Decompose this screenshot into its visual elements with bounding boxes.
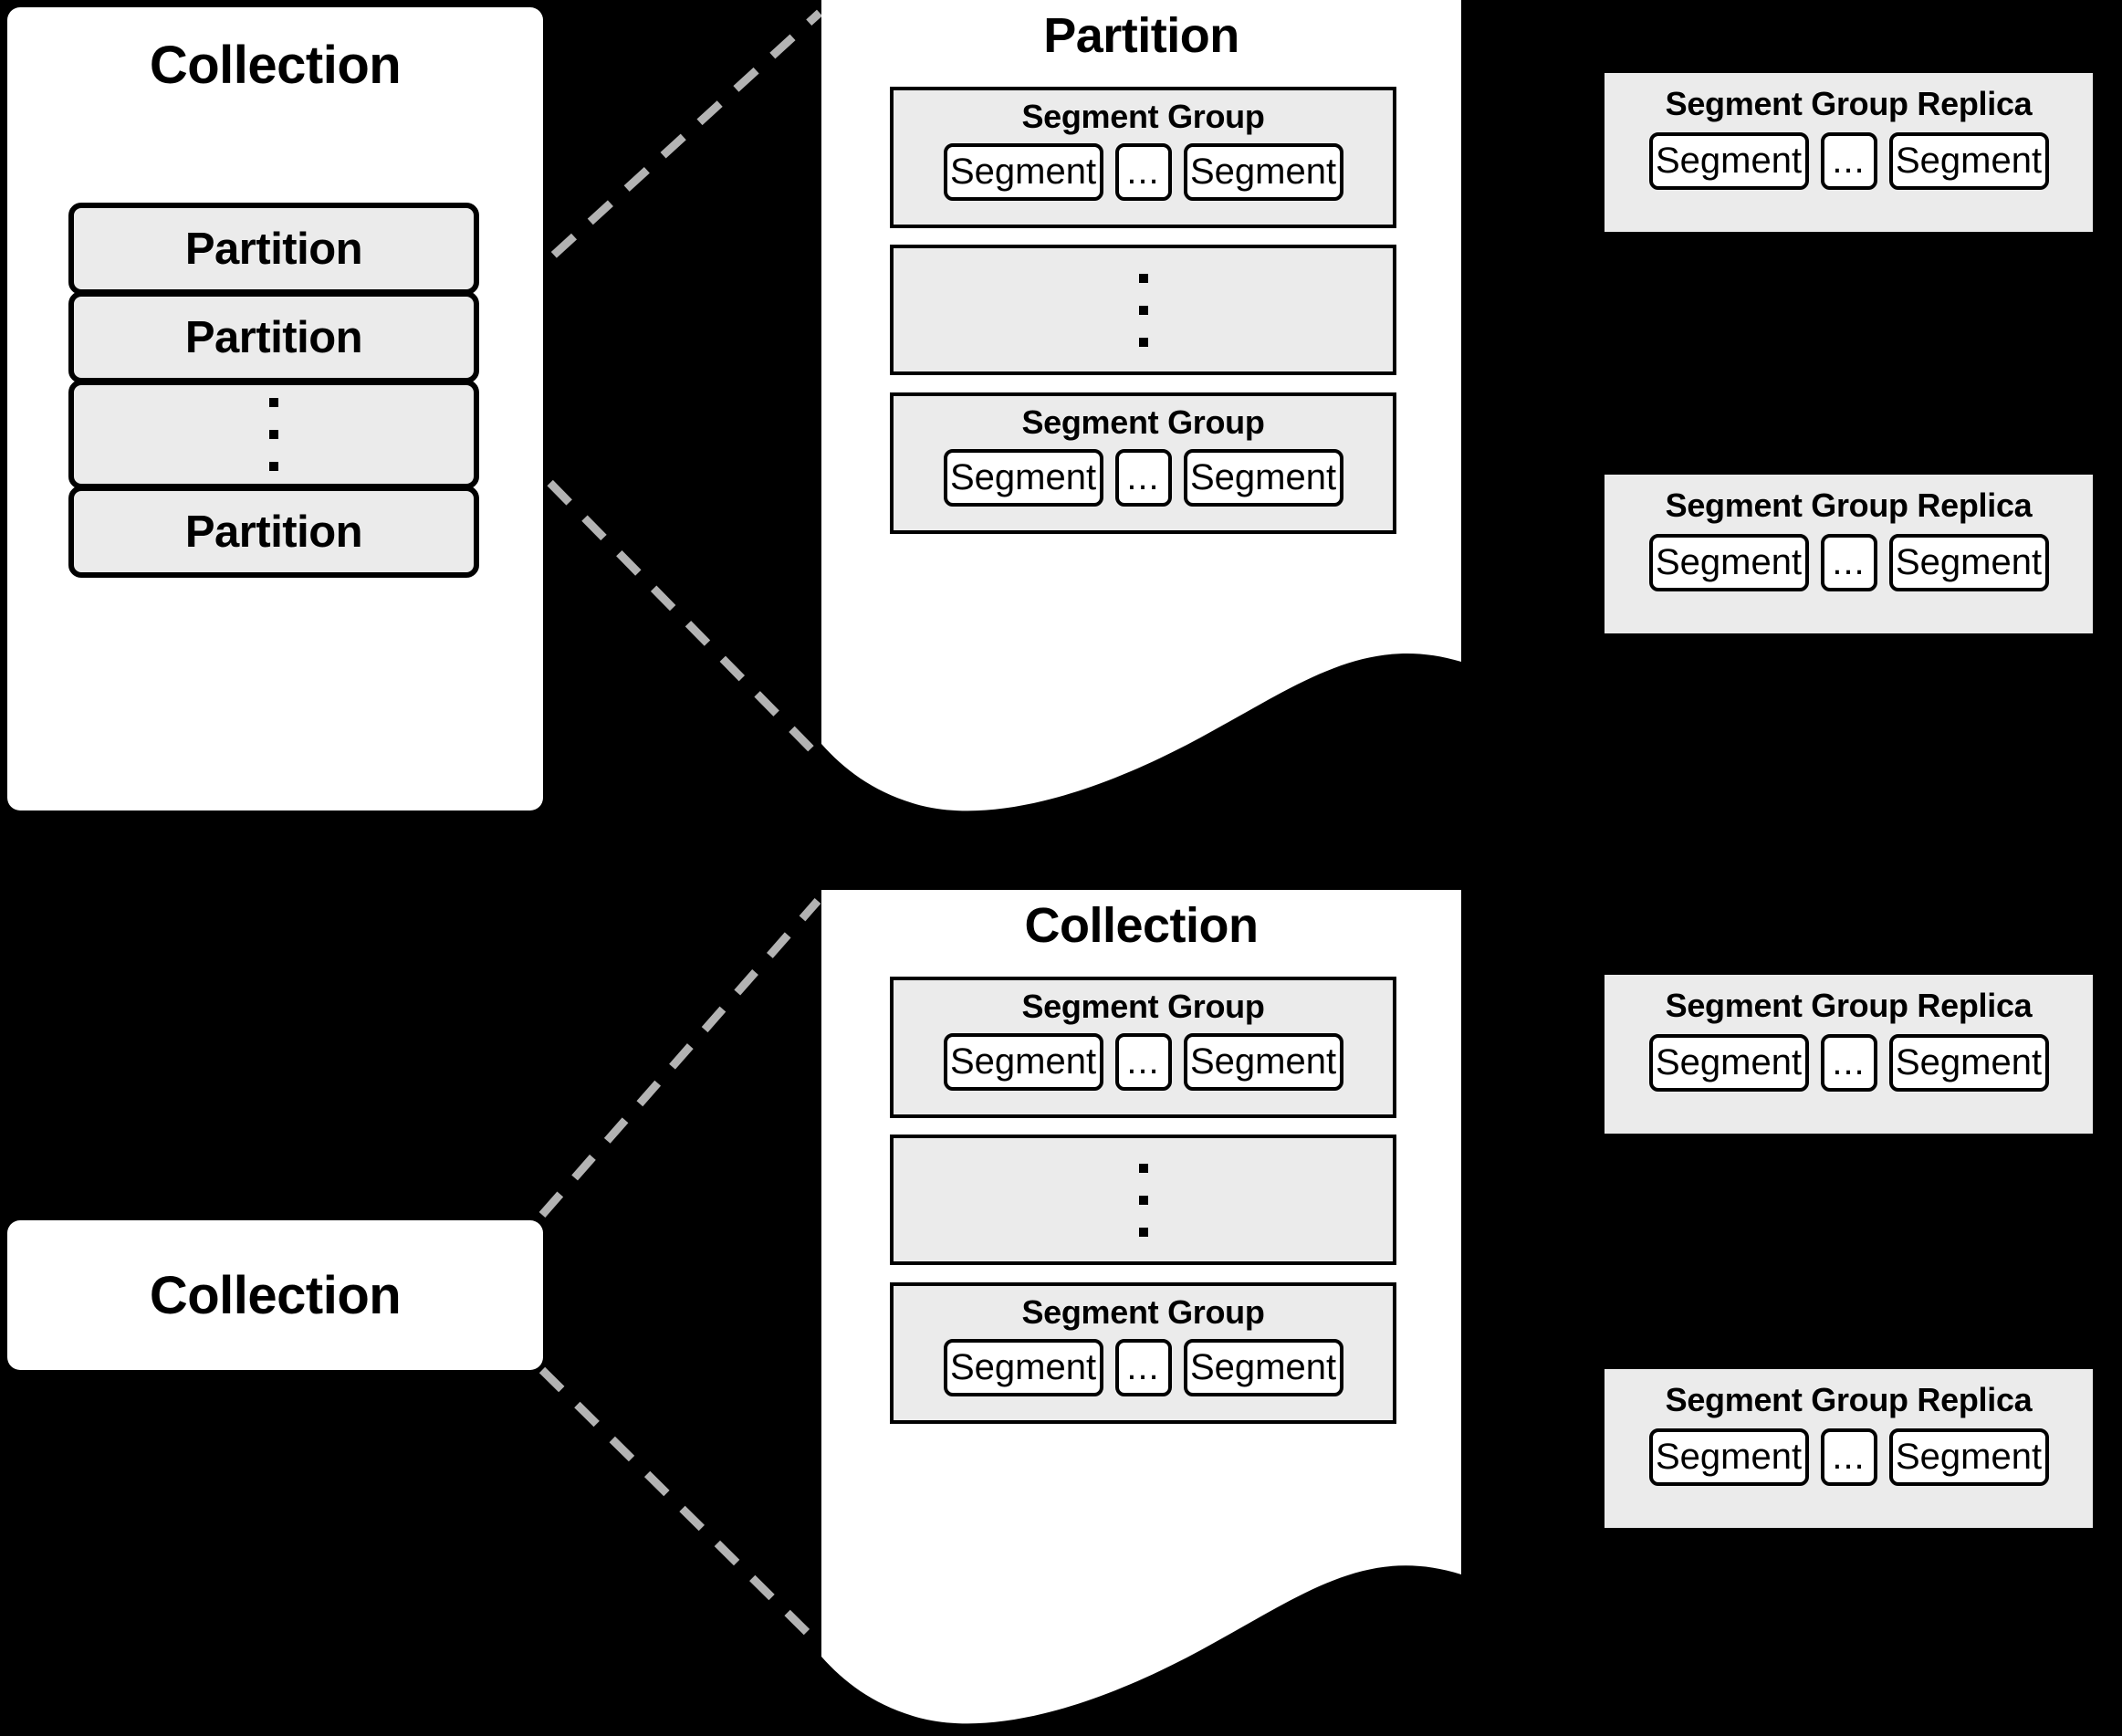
segment-chip[interactable]: Segment [1648,132,1809,190]
segment-group-title: Segment Group [1021,98,1265,135]
segment-row: Segment ... Segment [894,1339,1393,1396]
partition-stack: Partition Partition Partition [68,203,479,578]
segment-group[interactable]: Segment Group Segment ... Segment [890,1282,1396,1424]
segment-chip[interactable]: Segment [1888,1034,2049,1092]
vertical-ellipsis-icon [269,398,278,471]
segment-ellipsis-chip: ... [1114,1339,1172,1396]
segment-group-title: Segment Group [1021,1293,1265,1331]
segment-ellipsis-chip: ... [1820,1428,1877,1486]
vertical-ellipsis-icon [1138,1163,1148,1237]
segment-chip[interactable]: Segment [943,1339,1103,1396]
segment-chip[interactable]: Segment [943,1033,1103,1091]
vertical-ellipsis-icon [1138,273,1148,347]
segment-group-ellipsis [890,1135,1396,1265]
segment-group[interactable]: Segment Group Segment ... Segment [890,392,1396,534]
connector-bottom-upper [538,898,821,1218]
segment-chip[interactable]: Segment [1183,1339,1343,1396]
top-collection-title: Collection [149,36,402,95]
segment-chip[interactable]: Segment [1183,449,1343,507]
segment-group-replica-title: Segment Group Replica [1665,85,2033,122]
partition-label: Partition [184,507,363,557]
segment-chip[interactable]: Segment [1648,1034,1809,1092]
segment-row: Segment ... Segment [1605,534,2093,591]
segment-row: Segment ... Segment [894,143,1393,201]
top-partition-detail-title: Partition [1043,8,1239,63]
segment-group[interactable]: Segment Group Segment ... Segment [890,87,1396,228]
segment-ellipsis-chip: ... [1820,1034,1877,1092]
connector-bottom-lower [538,1366,825,1650]
segment-ellipsis-chip: ... [1114,143,1172,201]
segment-ellipsis-chip: ... [1820,534,1877,591]
partition-row-ellipsis[interactable] [68,380,479,489]
segment-ellipsis-chip: ... [1114,1033,1172,1091]
segment-group-replica[interactable]: Segment Group Replica Segment ... Segmen… [1605,1369,2093,1528]
segment-group-replica-title: Segment Group Replica [1665,987,2033,1024]
top-partition-detail-panel: Partition Segment Group Segment ... Segm… [821,0,1461,803]
bottom-collection-detail-title: Collection [1024,898,1259,953]
segment-chip[interactable]: Segment [1888,1428,2049,1486]
segment-chip[interactable]: Segment [1888,534,2049,591]
segment-chip[interactable]: Segment [943,143,1103,201]
segment-row: Segment ... Segment [894,1033,1393,1091]
segment-group-title: Segment Group [1021,403,1265,441]
bottom-collection-label: Collection [149,1265,402,1325]
segment-chip[interactable]: Segment [1648,534,1809,591]
bottom-collection-detail-panel: Collection Segment Group Segment ... Seg… [821,890,1461,1693]
segment-row: Segment ... Segment [1605,132,2093,190]
segment-chip[interactable]: Segment [1183,143,1343,201]
segment-group-ellipsis [890,245,1396,375]
segment-chip[interactable]: Segment [1183,1033,1343,1091]
partition-row[interactable]: Partition [68,486,479,578]
segment-ellipsis-chip: ... [1820,132,1877,190]
segment-row: Segment ... Segment [1605,1428,2093,1486]
segment-group-title: Segment Group [1021,988,1265,1025]
segment-group[interactable]: Segment Group Segment ... Segment [890,977,1396,1118]
segment-row: Segment ... Segment [894,449,1393,507]
bottom-collection-box[interactable]: Collection [7,1220,543,1370]
segment-chip[interactable]: Segment [943,449,1103,507]
segment-group-replica[interactable]: Segment Group Replica Segment ... Segmen… [1605,975,2093,1134]
partition-row[interactable]: Partition [68,203,479,295]
segment-group-replica-title: Segment Group Replica [1665,1381,2033,1418]
segment-group-replica[interactable]: Segment Group Replica Segment ... Segmen… [1605,73,2093,232]
partition-label: Partition [184,312,363,362]
segment-group-replica[interactable]: Segment Group Replica Segment ... Segmen… [1605,475,2093,633]
segment-chip[interactable]: Segment [1648,1428,1809,1486]
segment-row: Segment ... Segment [1605,1034,2093,1092]
partition-row[interactable]: Partition [68,291,479,383]
segment-chip[interactable]: Segment [1888,132,2049,190]
partition-label: Partition [184,224,363,274]
segment-ellipsis-chip: ... [1114,449,1172,507]
segment-group-replica-title: Segment Group Replica [1665,486,2033,524]
